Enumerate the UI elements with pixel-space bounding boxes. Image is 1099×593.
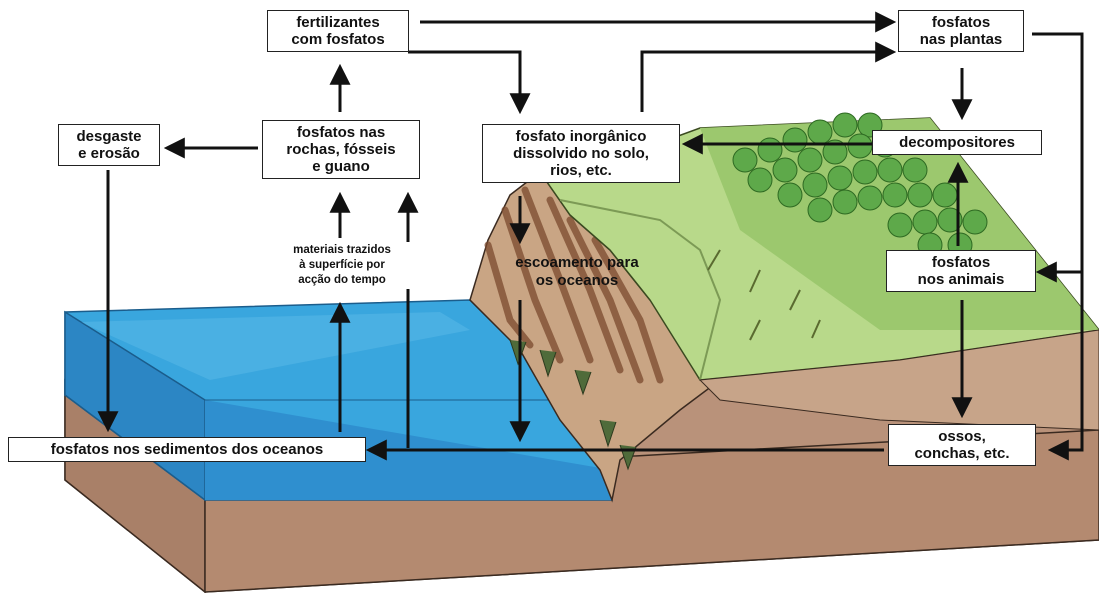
label-escoamento: escoamento para os oceanos (486, 254, 668, 290)
label-desgaste: desgaste e erosão (58, 124, 160, 166)
label-decompositores: decompositores (872, 130, 1042, 155)
label-fosfato-inorganico: fosfato inorgânico dissolvido no solo, r… (482, 124, 680, 183)
label-fosfatos-rochas: fosfatos nas rochas, fósseis e guano (262, 120, 420, 179)
label-ossos: ossos, conchas, etc. (888, 424, 1036, 466)
arrow-fertilizer-to-soil (408, 52, 520, 110)
arrow-soil-to-plants (642, 52, 892, 112)
label-fertilizantes: fertilizantes com fosfatos (267, 10, 409, 52)
label-materiais: materiais trazidos à superfície por acçã… (270, 242, 414, 289)
label-fosfatos-animais: fosfatos nos animais (886, 250, 1036, 292)
label-fosfatos-plantas: fosfatos nas plantas (898, 10, 1024, 52)
label-sedimentos: fosfatos nos sedimentos dos oceanos (8, 437, 366, 462)
